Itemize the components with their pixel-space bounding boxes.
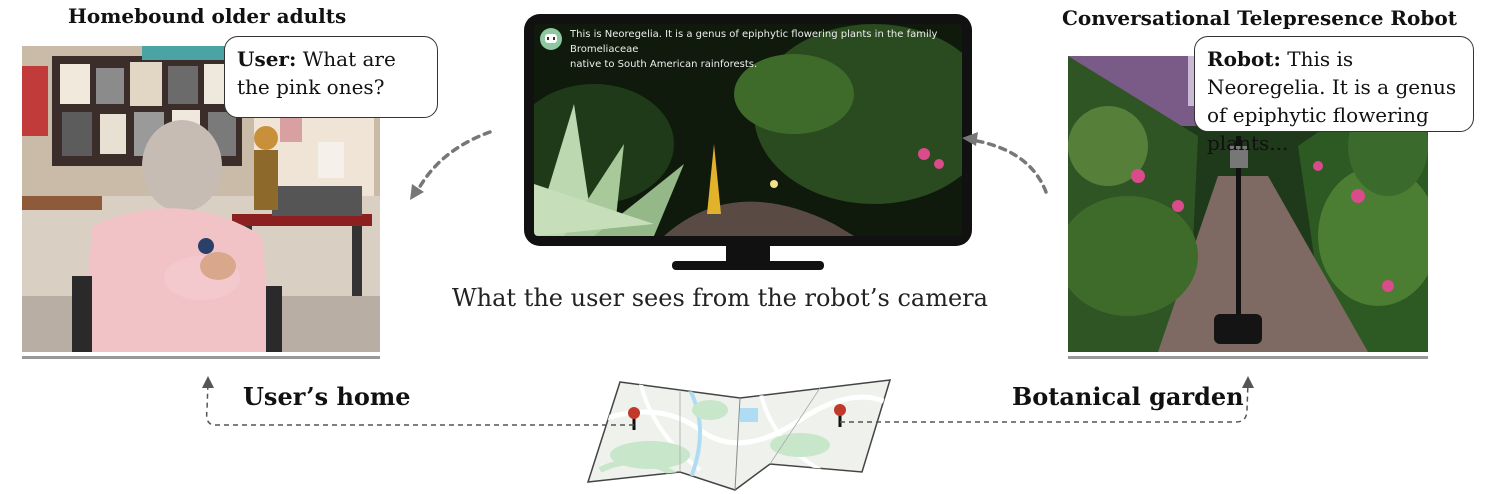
robot-speaker-label: Robot:	[1207, 47, 1281, 71]
arrow-icon	[1242, 376, 1254, 388]
monitor-neck	[726, 246, 770, 262]
robot-answer-text: This is Neoregelia. It is a genus of epi…	[1207, 47, 1457, 155]
right-photo-baseline	[1068, 356, 1428, 359]
monitor-caption: What the user sees from the robot’s came…	[452, 284, 988, 312]
user-home-label: User’s home	[243, 382, 411, 411]
user-question-text: What are the pink ones?	[237, 47, 396, 99]
camera-subtitle: This is Neoregelia. It is a genus of epi…	[570, 27, 960, 72]
route-to-home-line	[205, 381, 634, 426]
right-panel-title: Conversational Telepresence Robot	[1062, 6, 1457, 30]
arrow-to-user-curve	[416, 130, 492, 192]
arrow-icon	[410, 184, 424, 200]
monitor-base	[672, 261, 824, 270]
botanical-garden-label: Botanical garden	[1012, 382, 1244, 411]
folded-map-icon	[586, 379, 892, 491]
user-speech-bubble: User: What are the pink ones?	[224, 36, 438, 118]
left-panel-title: Homebound older adults	[68, 4, 347, 28]
arrow-icon	[202, 376, 214, 388]
map-pin-icon	[628, 407, 640, 430]
subtitle-line-1: This is Neoregelia. It is a genus of epi…	[570, 29, 938, 55]
arrow-icon	[962, 132, 978, 146]
camera-scene-illustration	[534, 24, 962, 236]
user-speaker-label: User:	[237, 47, 297, 71]
left-photo-baseline	[22, 356, 380, 359]
monitor-frame: This is Neoregelia. It is a genus of epi…	[524, 14, 972, 246]
route-to-garden-line	[840, 381, 1249, 423]
subtitle-line-2: native to South American rainforests.	[570, 59, 758, 70]
robot-speech-bubble: Robot: This is Neoregelia. It is a genus…	[1194, 36, 1474, 155]
robot-camera-view: This is Neoregelia. It is a genus of epi…	[534, 24, 962, 236]
arrow-to-monitor-curve	[970, 138, 1048, 194]
robot-avatar-icon	[540, 28, 562, 50]
map-pin-icon	[834, 404, 846, 427]
